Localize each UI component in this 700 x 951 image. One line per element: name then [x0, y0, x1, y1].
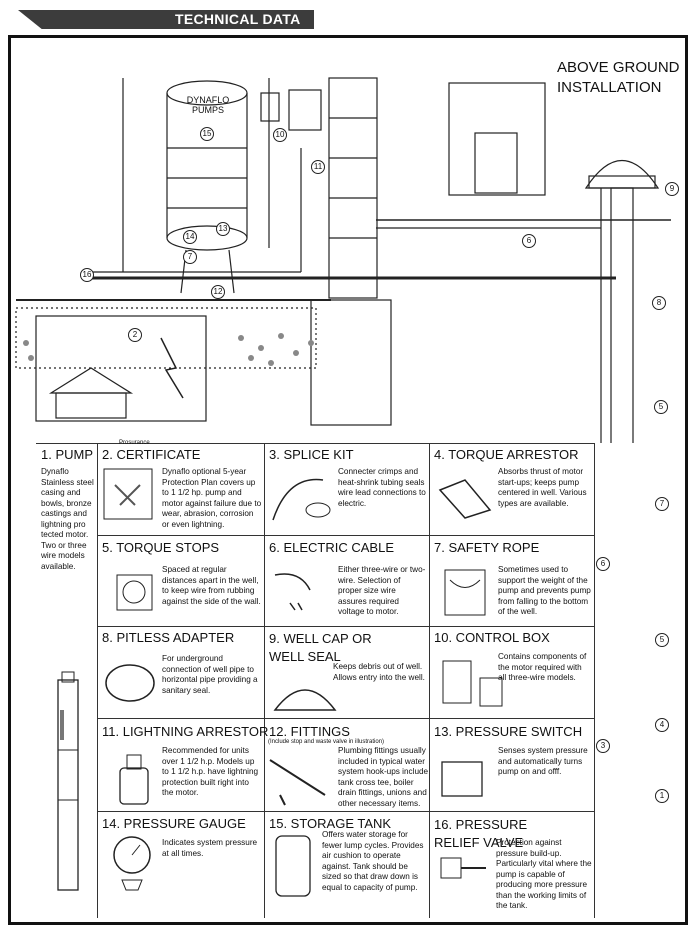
item-16-title: 16. PRESSURE RELIEF VALVE: [434, 817, 528, 850]
callout-11: 11: [311, 160, 325, 174]
callout-8: 8: [652, 296, 666, 310]
item-6-title: 6. ELECTRIC CABLE: [269, 540, 394, 555]
safety-rope-illustration: [444, 569, 486, 616]
relief-valve-illustration: [440, 857, 486, 879]
callout-7: 7: [183, 250, 197, 264]
item-15-desc: Offers water storage for fewer lump cycl…: [322, 830, 424, 892]
item-10-desc: Contains components of the motor require…: [498, 652, 587, 682]
callout-6b: 6: [596, 557, 610, 571]
callout-3: 3: [596, 739, 610, 753]
callout-6: 6: [522, 234, 536, 248]
item-15-title: 15. STORAGE TANK: [269, 816, 392, 831]
lightning-arrestor-illustration: [119, 754, 149, 805]
callout-2: 2: [128, 328, 142, 342]
grid-row2: [97, 535, 595, 536]
item-5-desc: Spaced at regular distances apart in the…: [162, 565, 261, 606]
callout-7b: 7: [655, 497, 669, 511]
item-1-title: 1. PUMP: [41, 447, 94, 462]
pump-illustration: [57, 671, 79, 891]
item-3-title: 3. SPLICE KIT: [269, 447, 354, 462]
item-7-title: 7. SAFETY ROPE: [434, 540, 540, 555]
tank-brand-label: DYNAFLO PUMPS: [186, 95, 230, 115]
item-2-title: 2. CERTIFICATE: [102, 447, 201, 462]
callout-5a: 5: [654, 400, 668, 414]
item-13-title: 13. PRESSURE SWITCH: [434, 724, 583, 739]
item-7-desc: Sometimes used to support the weight of …: [498, 565, 591, 616]
callout-4: 4: [655, 718, 669, 732]
callout-5b: 5: [655, 633, 669, 647]
header-bar: [18, 10, 314, 29]
header-title: TECHNICAL DATA: [175, 11, 301, 27]
item-12-title: 12. FITTINGS: [269, 724, 350, 739]
well-cap-illustration: [273, 689, 337, 711]
control-box-illustration: [442, 660, 503, 707]
callout-13: 13: [216, 222, 230, 236]
item-6-desc: Either three-wire or two-wire. Selection…: [338, 565, 426, 616]
grid-row3: [97, 626, 595, 627]
callout-15: 15: [200, 127, 214, 141]
torque-stops-illustration: [116, 574, 153, 611]
certificate-illustration: [103, 468, 153, 520]
pitless-adapter-illustration: [105, 664, 155, 702]
grid-col4: [594, 443, 595, 918]
grid-row4: [97, 718, 595, 719]
item-12-tag: (Include stop and waste valve in illustr…: [268, 739, 385, 745]
torque-arrestor-illustration: [438, 479, 492, 519]
installation-diagram: [15, 77, 671, 443]
grid-row5: [97, 811, 595, 812]
item-9-desc: Keeps debris out of well. Allows entry i…: [333, 662, 425, 682]
grid-col1: [97, 443, 98, 918]
item-8-title: 8. PITLESS ADAPTER: [102, 630, 235, 645]
item-1-desc: Dynaflo Stainless steel casing and bowls…: [41, 467, 94, 571]
callout-16: 16: [80, 268, 94, 282]
electric-cable-illustration: [274, 573, 311, 611]
item-13-desc: Senses system pressure and automatically…: [498, 746, 588, 776]
grid-col2: [264, 443, 265, 918]
callout-9: 9: [665, 182, 679, 196]
item-11-desc: Recommended for units over 1 1/2 h.p. Mo…: [162, 746, 259, 797]
item-4-title: 4. TORQUE ARRESTOR: [434, 447, 579, 462]
item-8-desc: For underground connection of well pipe …: [162, 654, 258, 695]
item-11-title: 11. LIGHTNING ARRESTOR: [102, 724, 269, 739]
callout-14: 14: [183, 230, 197, 244]
pressure-switch-illustration: [441, 761, 483, 797]
item-9-title: 9. WELL CAP OR WELL SEAL: [269, 631, 372, 664]
item-16-desc: Protection against pressure build-up. Pa…: [496, 838, 592, 910]
item-2-desc: Dynaflo optional 5-year Protection Plan …: [162, 467, 262, 529]
callout-1: 1: [655, 789, 669, 803]
item-4-desc: Absorbs thrust of motor start-ups; keeps…: [498, 467, 587, 508]
item-3-desc: Connecter crimps and heat-shrink tubing …: [338, 467, 426, 508]
grid-col3: [429, 443, 430, 918]
grid-top: [36, 443, 595, 444]
callout-12: 12: [211, 285, 225, 299]
splice-kit-illustration: [272, 478, 331, 521]
item-14-desc: Indicates system pressure at all times.: [162, 838, 258, 858]
item-5-title: 5. TORQUE STOPS: [102, 540, 220, 555]
item-10-title: 10. CONTROL BOX: [434, 630, 550, 645]
callout-10: 10: [273, 128, 287, 142]
item-2-tag: Prosurance: [119, 440, 150, 446]
item-12-desc: Plumbing fittings usually included in ty…: [338, 746, 429, 808]
pressure-gauge-illustration: [113, 836, 151, 891]
fittings-illustration: [269, 759, 326, 806]
above-ground-title: ABOVE GROUND INSTALLATION: [557, 59, 680, 96]
diagram-frame: [8, 35, 688, 925]
item-14-title: 14. PRESSURE GAUGE: [102, 816, 246, 831]
storage-tank-illustration: [275, 835, 311, 897]
